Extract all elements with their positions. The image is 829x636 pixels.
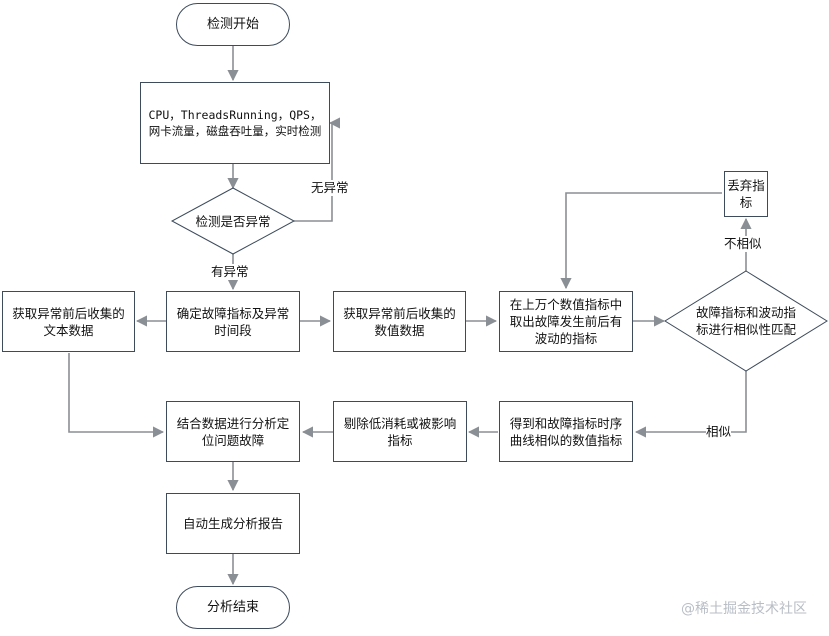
end-node: 分析结束 — [176, 586, 290, 629]
match-text: 故障指标和波动指标进行相似性匹配 — [695, 293, 797, 349]
report-box: 自动生成分析报告 — [166, 493, 300, 554]
start-node: 检测开始 — [176, 3, 290, 46]
edge-text-combine — [68, 353, 165, 438]
edge-check-monitor — [294, 117, 341, 222]
similar-label: 相似 — [706, 424, 732, 440]
edge-discard-extract — [560, 192, 722, 290]
remove-low-label: 剔除低消耗或被影响指标 — [343, 415, 457, 448]
similar-curves-box: 得到和故障指标时序曲线相似的数值指标 — [499, 401, 633, 462]
watermark: @稀土掘金技术社区 — [681, 601, 807, 617]
edge-match-similar — [634, 371, 747, 438]
report-label: 自动生成分析报告 — [182, 516, 283, 531]
check-text: 检测是否异常 — [180, 205, 286, 237]
check-diamond — [170, 187, 296, 255]
remove-low-box: 剔除低消耗或被影响指标 — [333, 401, 467, 462]
get-text-box: 获取异常前后收集的文本数据 — [2, 291, 135, 352]
match-diamond — [664, 270, 828, 372]
monitor-box: CPU，ThreadsRunning，QPS，网卡流量，磁盘吞吐量，实时检测 — [140, 82, 330, 164]
get-text-label: 获取异常前后收集的文本数据 — [12, 305, 125, 338]
has-anomaly-label: 有异常 — [211, 264, 249, 280]
match-label: 故障指标和波动指标进行相似性匹配 — [695, 305, 796, 337]
combine-box: 结合数据进行分析定位问题故障 — [166, 401, 300, 462]
combine-label: 结合数据进行分析定位问题故障 — [176, 415, 290, 448]
extract-box: 在上万个数值指标中取出故障发生前后有波动的指标 — [499, 291, 633, 352]
extract-label: 在上万个数值指标中取出故障发生前后有波动的指标 — [509, 297, 623, 346]
end-label: 分析结束 — [206, 600, 259, 615]
discard-label: 丢弃指标 — [727, 178, 765, 210]
determine-box: 确定故障指标及异常时间段 — [166, 291, 300, 352]
not-similar-label: 不相似 — [724, 236, 762, 252]
check-label: 检测是否异常 — [195, 213, 271, 229]
discard-box: 丢弃指标 — [724, 171, 768, 217]
similar-curves-label: 得到和故障指标时序曲线相似的数值指标 — [509, 415, 623, 448]
get-numeric-box: 获取异常前后收集的数值数据 — [333, 291, 466, 352]
monitor-label: CPU，ThreadsRunning，QPS，网卡流量，磁盘吞吐量，实时检测 — [148, 108, 322, 138]
no-anomaly-label: 无异常 — [311, 180, 349, 196]
get-numeric-label: 获取异常前后收集的数值数据 — [343, 305, 456, 338]
determine-label: 确定故障指标及异常时间段 — [176, 305, 290, 338]
start-label: 检测开始 — [206, 17, 259, 32]
